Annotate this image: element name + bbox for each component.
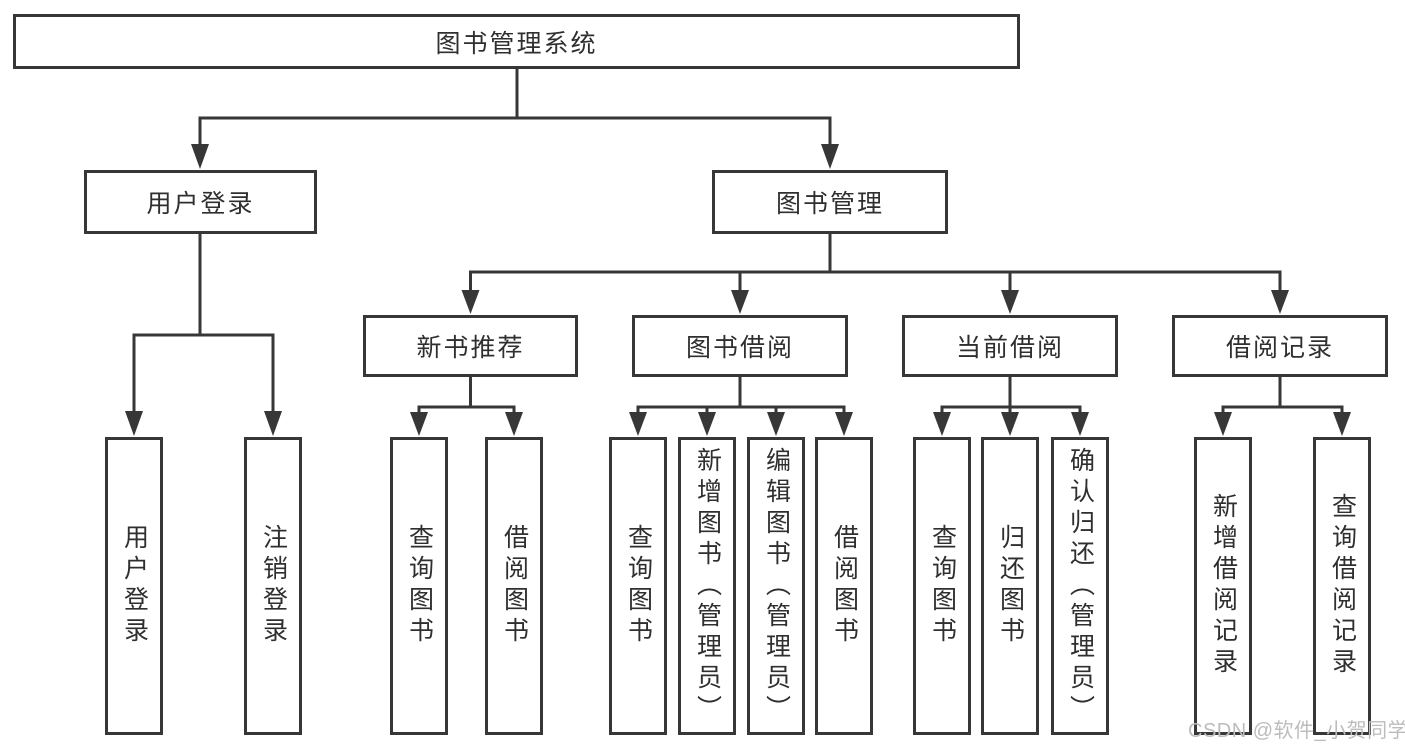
- arrowhead: [461, 290, 480, 314]
- node-label: 借阅图书: [830, 524, 859, 648]
- arrowhead: [1001, 290, 1019, 314]
- leaf-records-add-record: 新增借阅记录: [1194, 437, 1252, 735]
- node-label: 查询图书: [624, 524, 653, 648]
- arrowhead: [125, 411, 143, 436]
- node-label: 编辑图书（管理员）: [762, 446, 791, 726]
- node-label: 图书管理: [775, 190, 884, 218]
- csdn-watermark: CSDN @软件_小贺同学: [1188, 720, 1405, 742]
- connector-new-book-children: [410, 377, 523, 436]
- leaf-current-return-books: 归还图书: [981, 437, 1039, 735]
- node-label: 当前借阅: [955, 334, 1064, 362]
- node-user-login: 用户登录: [84, 170, 317, 234]
- leaf-records-query-record: 查询借阅记录: [1313, 437, 1371, 735]
- arrowhead: [835, 412, 853, 436]
- leaf-newbook-query-books: 查询图书: [390, 437, 448, 735]
- connector-current-borrowing-children: [933, 377, 1089, 436]
- connector-user-login-children: [125, 234, 282, 436]
- node-root-library-system: 图书管理系统: [13, 14, 1020, 69]
- leaf-borrowing-borrow-books: 借阅图书: [815, 437, 873, 735]
- node-label: 归还图书: [996, 524, 1025, 648]
- arrowhead: [410, 412, 428, 436]
- node-current-borrowing: 当前借阅: [902, 315, 1118, 377]
- node-book-borrowing: 图书借阅: [632, 315, 848, 377]
- leaf-newbook-borrow-books: 借阅图书: [485, 437, 543, 735]
- node-label: 查询借阅记录: [1328, 493, 1357, 679]
- arrowhead: [1214, 412, 1232, 436]
- arrowhead: [933, 412, 951, 436]
- connector-book-borrowing-children: [629, 377, 853, 436]
- leaf-current-query-books: 查询图书: [913, 437, 971, 735]
- leaf-user-login: 用户登录: [105, 437, 163, 735]
- arrowhead: [1271, 290, 1289, 314]
- arrowhead: [505, 412, 523, 436]
- arrowhead: [191, 144, 209, 169]
- node-new-book-recommend: 新书推荐: [363, 315, 578, 377]
- node-label: 新增图书（管理员）: [693, 446, 722, 726]
- arrowhead: [731, 290, 749, 314]
- arrowhead: [1071, 412, 1089, 436]
- connector-root-to-level2: [191, 68, 839, 169]
- arrowhead: [698, 412, 716, 436]
- node-label: 用户登录: [146, 190, 255, 218]
- node-label: 用户登录: [120, 524, 149, 648]
- leaf-logout: 注销登录: [244, 437, 302, 735]
- leaf-borrowing-query-books: 查询图书: [609, 437, 667, 735]
- arrowhead: [1333, 412, 1351, 436]
- node-label: 图书管理系统: [435, 29, 598, 58]
- node-label: 借阅图书: [500, 524, 529, 648]
- node-label: 借阅记录: [1225, 334, 1334, 362]
- node-label: 图书借阅: [685, 334, 794, 362]
- node-label: 新增借阅记录: [1209, 493, 1238, 679]
- leaf-current-confirm-return-admin: 确认归还（管理员）: [1051, 437, 1109, 735]
- node-label: 注销登录: [259, 524, 288, 648]
- node-label: 确认归还（管理员）: [1066, 446, 1095, 726]
- node-label: 查询图书: [928, 524, 957, 648]
- node-label: 新书推荐: [416, 334, 525, 362]
- arrowhead: [821, 144, 839, 169]
- node-book-management: 图书管理: [712, 170, 948, 234]
- node-label: 查询图书: [405, 524, 434, 648]
- connector-borrowing-records-children: [1214, 377, 1351, 436]
- arrowhead: [767, 412, 785, 436]
- arrowhead: [264, 411, 282, 436]
- leaf-borrowing-add-books-admin: 新增图书（管理员）: [678, 437, 736, 735]
- connector-book-management-children: [461, 234, 1289, 314]
- arrowhead: [629, 412, 647, 436]
- arrowhead: [1001, 412, 1019, 436]
- leaf-borrowing-edit-books-admin: 编辑图书（管理员）: [747, 437, 805, 735]
- node-borrowing-records: 借阅记录: [1172, 315, 1388, 377]
